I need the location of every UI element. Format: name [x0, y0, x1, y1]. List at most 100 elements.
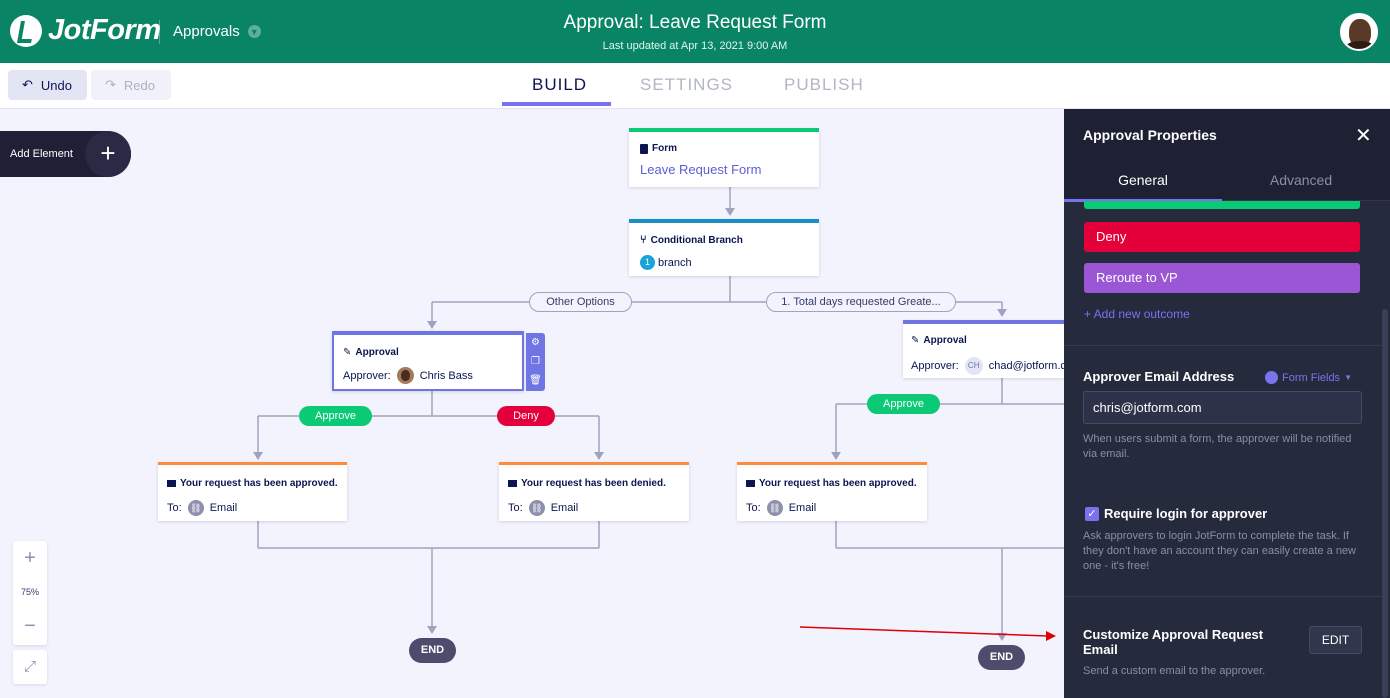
email-node-approved[interactable]: Your request has been approved. To: ⛓ Em…: [158, 462, 347, 521]
outcome-reroute-bar[interactable]: Reroute to VP: [1084, 263, 1360, 293]
link-icon: ⛓: [766, 500, 783, 516]
jotform-logo-icon: [10, 14, 42, 47]
branch-option-other[interactable]: Other Options: [529, 292, 632, 312]
require-login-checkbox[interactable]: ✓: [1085, 507, 1099, 521]
trash-icon[interactable]: 🗑: [529, 375, 542, 386]
plus-icon: +: [85, 131, 131, 177]
undo-label: Undo: [40, 77, 72, 93]
email-subject: Your request has been denied.: [521, 478, 666, 489]
divider: [1064, 345, 1382, 346]
zoom-controls: + 75% −: [13, 541, 47, 645]
outcome-approve-bar[interactable]: [1084, 201, 1360, 209]
add-outcome-link[interactable]: + Add new outcome: [1084, 307, 1190, 321]
add-element-label: Add Element: [10, 148, 73, 160]
recipient: Email: [209, 502, 238, 514]
header-divider: [159, 20, 160, 44]
branch-node-title: Conditional Branch: [650, 234, 743, 246]
link-icon: ⛓: [528, 500, 545, 516]
approval-node-title: Approval: [923, 335, 967, 346]
add-element-button[interactable]: Add Element +: [0, 131, 131, 177]
email-subject: Your request has been approved.: [180, 478, 338, 489]
form-fields-dropdown[interactable]: Form Fields ▼: [1265, 371, 1352, 384]
edit-email-button[interactable]: EDIT: [1309, 626, 1362, 654]
approver-email-input[interactable]: chris@jotform.com: [1083, 391, 1362, 424]
approver-email-help: When users submit a form, the approver w…: [1083, 433, 1352, 460]
panel-header: Approval Properties ✕: [1064, 109, 1390, 159]
tab-build[interactable]: BUILD: [532, 75, 588, 94]
tab-general[interactable]: General: [1118, 172, 1168, 188]
panel-scrollbar[interactable]: [1382, 309, 1388, 698]
customize-email-label: Customize Approval Request Email: [1083, 627, 1264, 657]
form-fields-label: Form Fields: [1282, 371, 1341, 384]
duplicate-icon[interactable]: ❐: [531, 356, 540, 367]
jotform-logo[interactable]: JotForm: [10, 14, 161, 47]
undo-icon: ↶: [22, 77, 33, 92]
mail-icon: [508, 480, 517, 487]
tab-advanced[interactable]: Advanced: [1269, 172, 1333, 188]
outcome-deny-bar[interactable]: Deny: [1084, 222, 1360, 252]
form-node[interactable]: Form Leave Request Form: [629, 128, 819, 187]
user-avatar[interactable]: [1340, 13, 1378, 51]
form-fields-icon: [1265, 371, 1278, 384]
last-updated: Last updated at Apr 13, 2021 9:00 AM: [602, 40, 788, 52]
approval-node-title: Approval: [355, 347, 399, 358]
zoom-out-icon[interactable]: −: [24, 615, 36, 637]
redo-icon: ↷: [105, 77, 116, 92]
active-panel-tab-indicator: [1064, 199, 1222, 202]
form-node-title: Form: [652, 143, 677, 154]
email-node-denied[interactable]: Your request has been denied. To: ⛓ Emai…: [499, 462, 689, 521]
fit-screen-icon[interactable]: ⤢: [13, 650, 47, 684]
gear-icon[interactable]: ⚙: [531, 337, 540, 348]
app-name: Approvals: [173, 23, 240, 40]
close-icon[interactable]: ✕: [1355, 125, 1372, 147]
require-login-help: Ask approvers to login JotForm to comple…: [1083, 530, 1356, 572]
end-node-right[interactable]: END: [978, 645, 1025, 670]
approval-icon: ✎: [343, 347, 352, 358]
recipient: Email: [550, 502, 579, 514]
approval-icon: ✎: [911, 335, 920, 346]
active-tab-indicator: [502, 102, 611, 106]
customize-email-help: Send a custom email to the approver.: [1083, 665, 1266, 677]
redo-button[interactable]: ↷ Redo: [91, 70, 171, 100]
branch-icon: ⑂: [640, 234, 647, 246]
redo-label: Redo: [123, 77, 155, 93]
branch-count-badge: 1: [640, 255, 655, 270]
document-icon: [640, 143, 648, 154]
node-toolbar: ⚙ ❐ 🗑: [526, 333, 545, 391]
end-node[interactable]: END: [409, 638, 456, 663]
panel-title: Approval Properties: [1083, 127, 1217, 143]
zoom-level: 75%: [20, 587, 39, 597]
conditional-branch-node[interactable]: ⑂ Conditional Branch 1 branch: [629, 219, 819, 276]
to-label: To:: [746, 502, 761, 514]
approver-avatar: [396, 367, 414, 384]
outcome-approve[interactable]: Approve: [299, 406, 372, 426]
chevron-down-icon: ▼: [1344, 373, 1352, 382]
outcome-deny[interactable]: Deny: [497, 406, 555, 426]
zoom-in-icon[interactable]: +: [24, 547, 36, 569]
link-icon: ⛓: [187, 500, 204, 516]
email-node-approved-right[interactable]: Your request has been approved. To: ⛓ Em…: [737, 462, 927, 521]
require-login-label[interactable]: Require login for approver: [1104, 506, 1268, 521]
recipient: Email: [788, 502, 817, 514]
annotation-arrow: [799, 626, 1056, 641]
approver-initials: CH: [964, 357, 983, 375]
branch-option-condition[interactable]: 1. Total days requested Greate...: [766, 292, 956, 312]
outcome-approve-right[interactable]: Approve: [867, 394, 940, 414]
app-switcher[interactable]: Approvals ▼: [173, 23, 261, 40]
approver-label: Approver:: [911, 360, 959, 372]
to-label: To:: [508, 502, 523, 514]
divider: [1064, 596, 1382, 597]
tab-publish[interactable]: PUBLISH: [784, 75, 864, 94]
tab-settings[interactable]: SETTINGS: [640, 75, 734, 94]
undo-button[interactable]: ↶ Undo: [8, 70, 87, 100]
approver-label: Approver:: [343, 369, 391, 382]
form-name: Leave Request Form: [640, 162, 762, 177]
approval-properties-panel: Approval Properties ✕ General Advanced D…: [1064, 109, 1390, 698]
mail-icon: [167, 480, 176, 487]
approver-name: Chris Bass: [419, 369, 473, 382]
approval-node-right[interactable]: ✎ Approval Approver: CH chad@jotform.co: [903, 320, 1072, 378]
toolbar: ↶ Undo ↷ Redo BUILD SETTINGS PUBLISH: [0, 63, 1390, 109]
email-subject: Your request has been approved.: [759, 478, 917, 489]
brand-name: JotForm: [48, 14, 161, 46]
approval-node-selected[interactable]: ✎ Approval Approver: Chris Bass: [332, 331, 524, 391]
